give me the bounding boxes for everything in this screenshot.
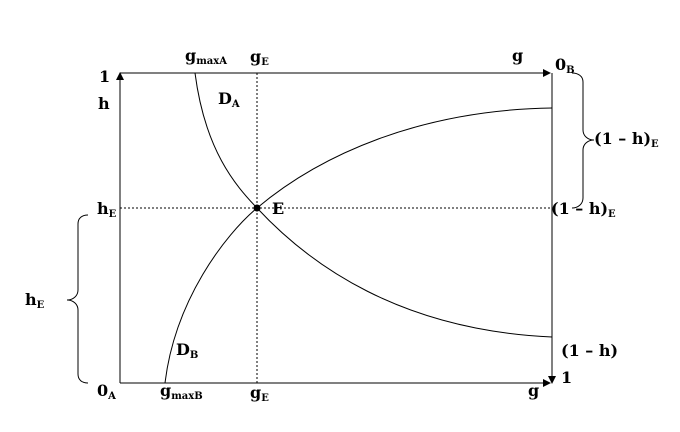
brace-one-minus-h-e	[571, 72, 595, 209]
label-one-minus-h-e-upper: (1 – h)E	[594, 129, 659, 150]
label-one-minus-h: (1 – h)	[561, 341, 618, 360]
label-g-bottom: g	[528, 381, 539, 400]
label-d-a: DA	[218, 89, 240, 110]
label-h-e-brace: hE	[25, 290, 45, 311]
label-o-a: 0A	[97, 381, 116, 402]
label-d-b: DB	[176, 340, 198, 361]
curve-d-a	[194, 72, 553, 338]
label-one-minus-h-e-mid: (1 – h)E	[551, 199, 616, 220]
label-o-b: 0B	[555, 55, 575, 76]
brace-h-e	[66, 214, 89, 384]
label-bottom-right-one: 1	[561, 368, 572, 387]
label-h-axis: h	[98, 94, 110, 113]
label-g-max-b: gmaxB	[160, 381, 203, 402]
label-h-e-left: hE	[97, 199, 117, 220]
label-g-e-top: gE	[250, 47, 269, 68]
label-g-top: g	[512, 46, 523, 65]
equilibrium-point-e	[253, 204, 261, 212]
label-top-left-one: 1	[99, 67, 110, 86]
label-e-point: E	[272, 199, 284, 218]
curve-d-b	[164, 107, 553, 384]
label-g-max-a: gmaxA	[185, 46, 227, 67]
label-g-e-bottom: gE	[250, 383, 269, 404]
